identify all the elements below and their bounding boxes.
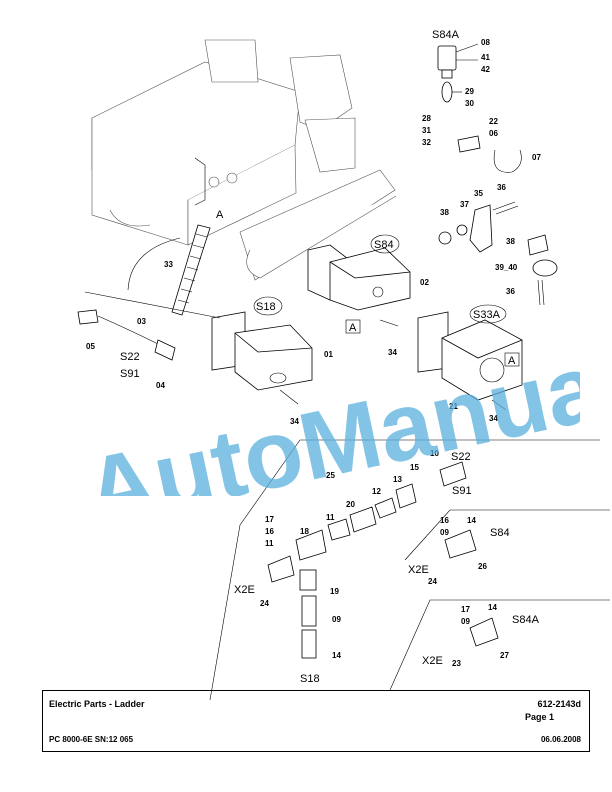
exploded-harness-25 — [209, 439, 610, 701]
callout-35: 35 — [474, 189, 483, 198]
callout-24a: 24 — [260, 599, 269, 608]
ladder-illustration — [127, 224, 211, 316]
sensor-harness-s22-s91 — [77, 291, 221, 361]
bracket-hardware — [438, 201, 558, 306]
callout-38a: 38 — [440, 208, 449, 217]
callout-07: 07 — [532, 153, 541, 162]
callout-01: 01 — [324, 350, 333, 359]
callout-s18-box: S18 — [256, 301, 276, 313]
callout-25: 25 — [326, 471, 335, 480]
switch-s33a-housing — [417, 311, 523, 411]
callout-13: 13 — [393, 475, 402, 484]
callout-14c: 14 — [488, 603, 497, 612]
callout-39-40: 39_40 — [495, 263, 518, 272]
callout-36b: 36 — [506, 287, 515, 296]
callout-11b: 11 — [265, 539, 274, 548]
excavator-illustration — [91, 39, 397, 281]
callout-s91-left: S91 — [120, 368, 140, 380]
callout-labels: S84A 08 41 42 29 30 28 31 32 22 06 07 35… — [86, 29, 541, 685]
callout-21: 21 — [449, 402, 458, 411]
switch-s18-housing — [211, 311, 313, 405]
callout-09a: 09 — [332, 615, 341, 624]
callout-09b: 09 — [440, 528, 449, 537]
title-block: Electric Parts - Ladder 612-2143d Page 1… — [42, 690, 590, 752]
callout-x2e-b: X2E — [408, 564, 429, 576]
callout-05: 05 — [86, 342, 95, 351]
callout-s33a-box: S33A — [473, 309, 501, 321]
callout-32: 32 — [422, 138, 431, 147]
callout-04: 04 — [156, 381, 165, 390]
callout-38b: 38 — [506, 237, 515, 246]
callout-s84a-top: S84A — [432, 29, 460, 41]
callout-17b: 17 — [461, 605, 470, 614]
callout-x2e-c: X2E — [422, 655, 443, 667]
callout-x2e-a: X2E — [234, 584, 255, 596]
callout-37: 37 — [460, 200, 469, 209]
callout-16b: 16 — [440, 516, 449, 525]
callout-08: 08 — [481, 38, 490, 47]
callout-s84a-bottom: S84A — [512, 614, 540, 626]
switch-s84-housing — [307, 244, 411, 327]
callout-20: 20 — [346, 500, 355, 509]
callout-23: 23 — [452, 659, 461, 668]
callout-34a: 34 — [388, 348, 397, 357]
callout-a-machine: A — [216, 209, 224, 221]
drawing-date: 06.06.2008 — [540, 735, 581, 744]
callout-06: 06 — [489, 129, 498, 138]
callout-24b: 24 — [428, 577, 437, 586]
callout-s84-right: S84 — [490, 527, 510, 539]
part-number: 612-2143d — [537, 699, 581, 709]
callout-36a: 36 — [497, 183, 506, 192]
drawing-title: Electric Parts - Ladder — [49, 699, 145, 709]
callout-30: 30 — [465, 99, 474, 108]
callout-16a: 16 — [265, 527, 274, 536]
callout-11a: 11 — [326, 513, 335, 522]
callout-33: 33 — [164, 260, 173, 269]
page-number: Page 1 — [524, 712, 554, 722]
callout-34b: 34 — [290, 417, 299, 426]
callout-s91-right: S91 — [452, 485, 472, 497]
callout-31: 31 — [422, 126, 431, 135]
sensor-s84a-assembly — [437, 43, 479, 103]
callout-14b: 14 — [467, 516, 476, 525]
callout-26: 26 — [478, 562, 487, 571]
callout-15: 15 — [410, 463, 419, 472]
callout-09c: 09 — [461, 617, 470, 626]
callout-19: 19 — [330, 587, 339, 596]
callout-22: 22 — [489, 117, 498, 126]
callout-03: 03 — [137, 317, 146, 326]
machine-serial: PC 8000-6E SN:12 065 — [49, 735, 134, 744]
clip-and-cable-tie — [457, 135, 522, 173]
callout-10: 10 — [430, 449, 439, 458]
callout-02: 02 — [420, 278, 429, 287]
callout-42: 42 — [481, 65, 490, 74]
callout-17a: 17 — [265, 515, 274, 524]
callout-41: 41 — [481, 53, 490, 62]
callout-a-right: A — [508, 355, 516, 367]
callout-a-mid: A — [349, 322, 357, 334]
callout-28: 28 — [422, 114, 431, 123]
callout-s18-bottom: S18 — [300, 673, 320, 685]
callout-27: 27 — [500, 651, 509, 660]
callout-s22-left: S22 — [120, 351, 140, 363]
callout-18: 18 — [300, 527, 309, 536]
callout-s84-box: S84 — [374, 239, 394, 251]
callout-34c: 34 — [489, 414, 498, 423]
callout-12: 12 — [372, 487, 381, 496]
callout-14a: 14 — [332, 651, 341, 660]
callout-29: 29 — [465, 87, 474, 96]
callout-s22-right: S22 — [451, 451, 471, 463]
